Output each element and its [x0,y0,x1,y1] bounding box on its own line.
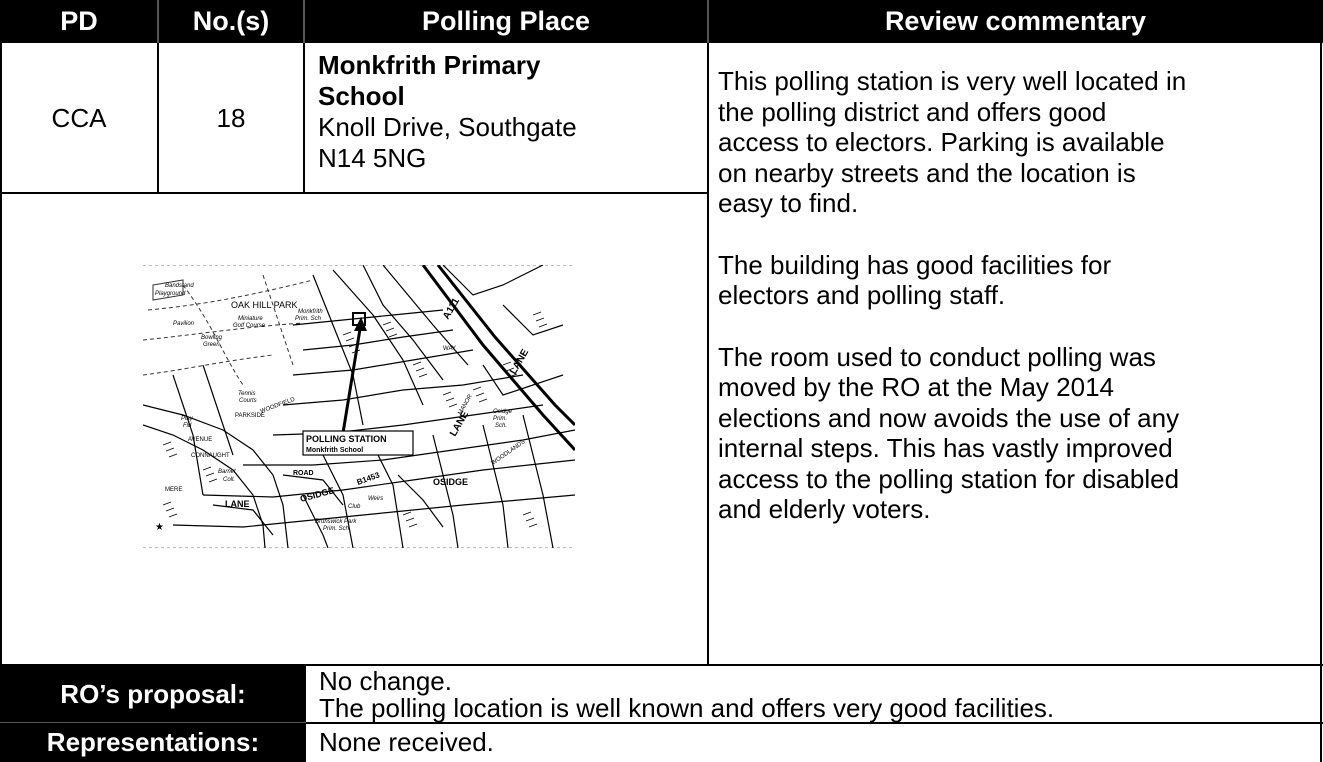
svg-text:Prim. Sch: Prim. Sch [295,316,322,322]
pd-value: CCA [51,102,107,133]
svg-text:Bowling: Bowling [201,335,223,341]
polling-place-address: Knoll Drive, Southgate N14 5NG [318,112,577,173]
polling-place-name: Monkfrith Primary School [318,50,541,111]
header-review-commentary: Review commentary [708,0,1323,43]
grid-table-bottom [0,664,1323,666]
grid-place-review [707,43,709,665]
representations-label: Representations: [0,723,306,762]
svg-text:Fld: Fld [183,423,192,429]
header-polling-place: Polling Place [304,0,708,43]
star-marker-icon: ★ [155,522,164,533]
svg-text:Play: Play [181,416,194,422]
svg-text:Weirs: Weirs [368,496,383,502]
grid-left [0,43,2,665]
svg-text:LANE: LANE [225,499,250,509]
svg-text:Prim. Sch.: Prim. Sch. [323,526,351,532]
ro-proposal-text: No change. The polling location is well … [319,666,1055,723]
svg-text:OSIDGE: OSIDGE [433,477,468,487]
header-divider-2 [303,0,305,43]
svg-text:Courts: Courts [239,398,257,404]
svg-text:Bandstand: Bandstand [165,283,194,289]
header-pd: PD [0,0,158,43]
nos-value: 18 [216,102,246,133]
proposal-right-border [1320,666,1322,762]
svg-text:WAY: WAY [443,346,456,352]
review-commentary: This polling station is very well locate… [718,66,1318,525]
svg-text:Club: Club [348,504,361,510]
location-map: POLLING STATION Monkfrith School Bandsta… [143,265,575,548]
proposal-bottom-line [306,722,1323,724]
svg-text:Miniature: Miniature [238,316,263,322]
svg-text:Tennis: Tennis [238,391,255,397]
svg-text:MERE: MERE [165,487,182,493]
grid-pd-nos [157,43,159,193]
svg-text:Barnet: Barnet [218,469,236,475]
svg-text:ROAD: ROAD [293,470,314,477]
callout-title: POLLING STATION [306,434,387,444]
svg-text:Playground: Playground [155,291,186,297]
grid-row-bottom [0,192,708,194]
svg-text:PARKSIDE: PARKSIDE [235,413,265,419]
svg-text:Coll.: Coll. [223,477,235,483]
svg-text:OAK HILL PARK: OAK HILL PARK [231,300,298,310]
svg-text:Monkfrith: Monkfrith [298,309,323,315]
svg-text:Brunswick Park: Brunswick Park [315,519,357,525]
svg-text:Sch.: Sch. [495,423,507,429]
header-nos: No.(s) [158,0,304,43]
svg-text:AVENUE: AVENUE [188,437,212,443]
header-divider-3 [707,0,709,43]
svg-text:Prim.: Prim. [493,416,507,422]
svg-text:Green: Green [203,342,220,348]
review-paragraph-1: This polling station is very well locate… [718,66,1187,218]
svg-text:Osidge: Osidge [493,409,513,415]
polling-station-callout [302,430,414,456]
svg-text:Pavilion: Pavilion [173,321,195,327]
callout-subtitle: Monkfrith School [306,447,363,454]
representations-text: None received. [319,727,494,757]
polling-place: Monkfrith Primary School Knoll Drive, So… [318,50,703,174]
svg-text:Golf Course: Golf Course [233,323,266,329]
grid-nos-place [303,43,305,193]
svg-text:CONNAUGHT: CONNAUGHT [191,453,230,459]
grid-right [1320,43,1322,665]
ro-proposal-label: RO’s proposal: [0,666,306,723]
proposal-separator [0,722,306,723]
header-divider-1 [157,0,159,43]
